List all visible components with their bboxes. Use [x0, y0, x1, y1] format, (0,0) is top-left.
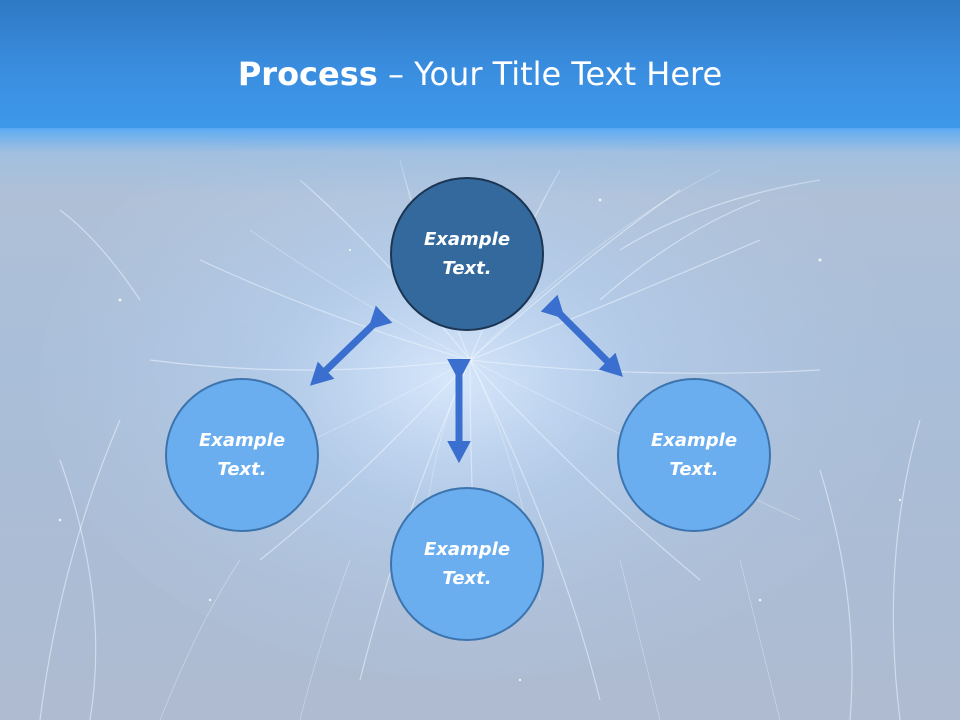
- right-node: Example Text.: [617, 378, 771, 532]
- arrow-center-right: [540, 294, 623, 377]
- right-node-label: Example Text.: [650, 430, 738, 480]
- slide-title-rest: – Your Title Text Here: [377, 55, 723, 93]
- bottom-node: Example Text.: [390, 487, 544, 641]
- slide-title: Process – Your Title Text Here: [0, 52, 960, 96]
- arrow-center-left: [309, 305, 393, 386]
- center-node: Example Text.: [390, 177, 544, 331]
- slide-title-bold: Process: [237, 55, 378, 93]
- left-node: Example Text.: [165, 378, 319, 532]
- bottom-node-label: Example Text.: [423, 539, 511, 589]
- title-bar: [0, 0, 960, 130]
- left-node-label: Example Text.: [198, 430, 286, 480]
- center-node-label: Example Text.: [423, 229, 511, 279]
